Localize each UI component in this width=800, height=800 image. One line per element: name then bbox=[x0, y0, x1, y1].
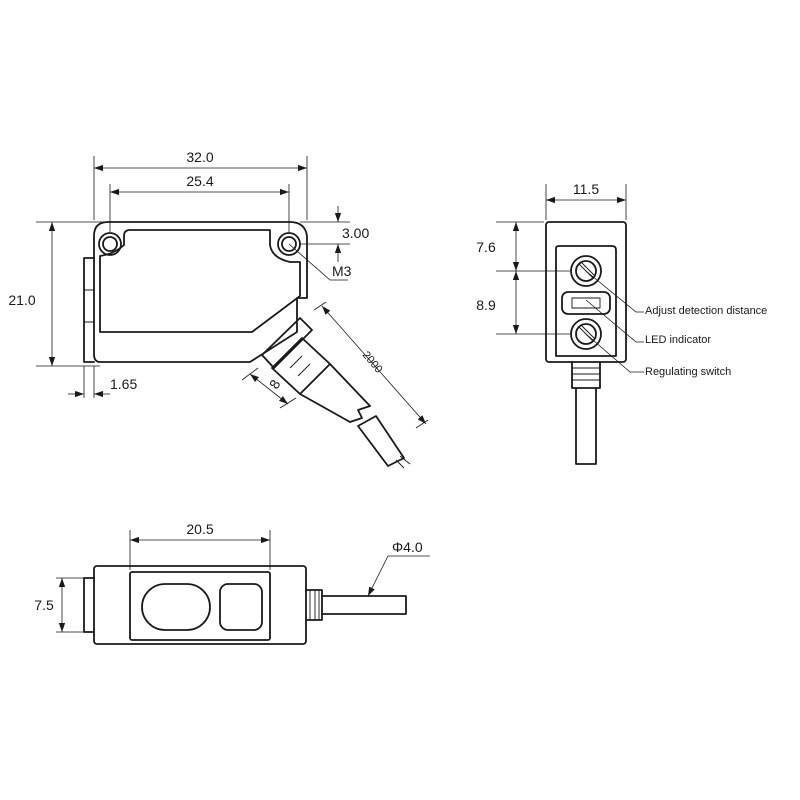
bottom-cable bbox=[305, 589, 407, 621]
thread-label: M3 bbox=[332, 263, 352, 279]
dim-cable-offset: 8 bbox=[266, 377, 284, 392]
dim-hole-spacing: 25.4 bbox=[186, 173, 213, 189]
led-indicator bbox=[561, 291, 611, 315]
dim-width-overall: 32.0 bbox=[186, 149, 213, 165]
dim-flange: 1.65 bbox=[110, 376, 137, 392]
dim-spacing: 8.9 bbox=[476, 297, 496, 313]
dim-height: 21.0 bbox=[8, 292, 35, 308]
side-view: 11.5 7.6 8.9 Adjust detection distance L… bbox=[476, 181, 767, 465]
emitter-window bbox=[141, 583, 211, 631]
dim-cable-diameter: Φ4.0 bbox=[392, 539, 423, 555]
mounting-hole-left bbox=[98, 232, 122, 256]
callout-regulating-switch: Regulating switch bbox=[645, 366, 731, 378]
bottom-view: 20.5 7.5 Φ4.0 bbox=[34, 521, 430, 645]
dim-side-width: 11.5 bbox=[573, 181, 599, 197]
front-view: 32.0 25.4 3.00 M3 21.0 1.65 8 2000 bbox=[8, 149, 429, 469]
side-body-outline bbox=[545, 221, 627, 363]
dim-hole-offset: 3.00 bbox=[342, 225, 369, 241]
receiver-window bbox=[219, 583, 263, 631]
dim-cable-length: 2000 bbox=[360, 349, 385, 375]
adjust-screw bbox=[570, 255, 602, 287]
callout-adjust-distance: Adjust detection distance bbox=[645, 305, 767, 317]
dim-window-width: 20.5 bbox=[186, 521, 213, 537]
bottom-body-outline bbox=[83, 565, 307, 645]
callout-led-indicator: LED indicator bbox=[645, 334, 711, 346]
front-body-outline bbox=[83, 221, 308, 363]
side-cable bbox=[571, 361, 601, 465]
dim-top-offset: 7.6 bbox=[476, 239, 496, 255]
dim-bottom-height: 7.5 bbox=[34, 597, 54, 613]
